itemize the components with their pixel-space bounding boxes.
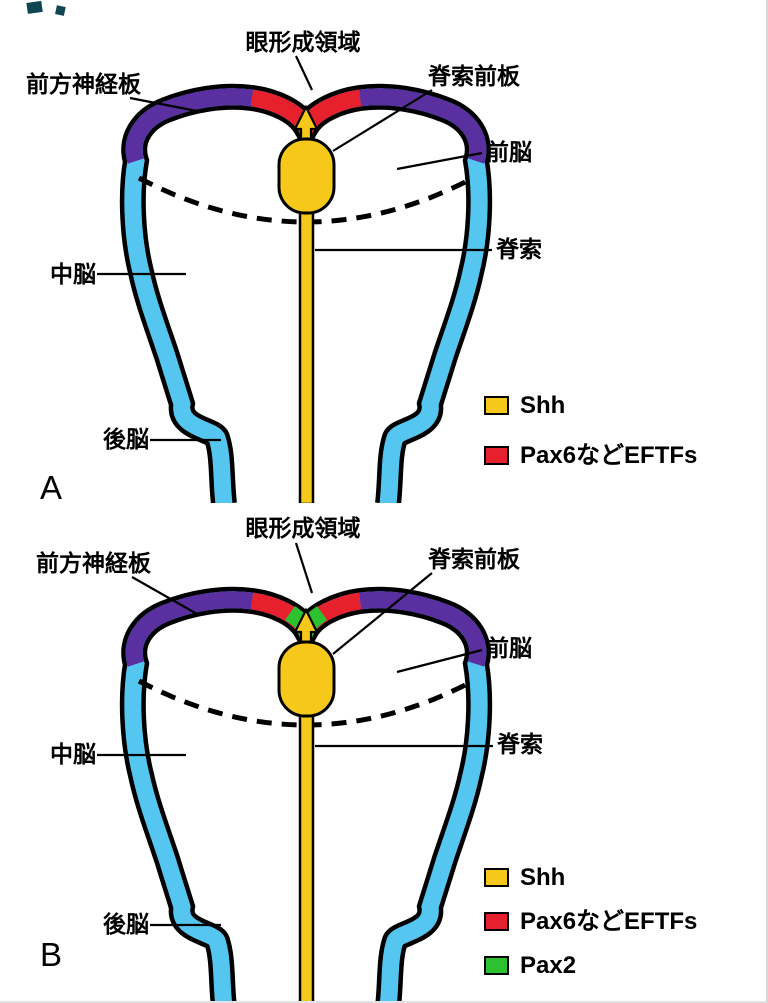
leader-eye-field bbox=[295, 55, 313, 91]
axial-structures-use bbox=[139, 107, 473, 503]
legend-swatch-pax2 bbox=[484, 956, 509, 975]
label-prechordal-plate: 脊索前板 bbox=[427, 63, 521, 89]
leader-prechordal-plate bbox=[332, 89, 433, 152]
label-hindbrain: 後脳 bbox=[103, 911, 149, 937]
panel-b-figure: 眼形成領域 前方神経板 脊索前板 前脳 脊索 中脳 後脳 B Shh Pax6な… bbox=[36, 515, 697, 1003]
label-prechordal-plate: 脊索前板 bbox=[427, 546, 521, 572]
label-notochord: 脊索 bbox=[495, 236, 542, 262]
leader-forebrain bbox=[396, 648, 483, 674]
panel-letter-b: B bbox=[40, 936, 62, 973]
leader-anterior-neural-plate bbox=[129, 96, 198, 113]
label-hindbrain: 後脳 bbox=[103, 426, 149, 452]
scan-artifact-marks bbox=[26, 0, 66, 16]
legend-swatch-shh bbox=[484, 868, 509, 887]
legend-panel-b: Shh Pax6などEFTFs Pax2 bbox=[484, 864, 697, 979]
legend-swatch-pax6-eftfs bbox=[484, 446, 509, 465]
legend-swatch-pax6-eftfs bbox=[484, 912, 509, 931]
legend-label-pax6-eftfs: Pax6などEFTFs bbox=[520, 442, 697, 469]
label-midbrain: 中脳 bbox=[50, 741, 96, 767]
label-eye-field: 眼形成領域 bbox=[246, 29, 361, 55]
label-notochord: 脊索 bbox=[496, 731, 543, 757]
legend-label-shh: Shh bbox=[520, 392, 565, 419]
legend-label-pax6-eftfs: Pax6などEFTFs bbox=[520, 908, 697, 935]
label-forebrain: 前脳 bbox=[486, 139, 532, 165]
leader-eye-field bbox=[294, 542, 314, 594]
label-anterior-neural-plate: 前方神経板 bbox=[36, 550, 152, 576]
legend-panel-a: Shh Pax6などEFTFs bbox=[484, 392, 697, 469]
legend-swatch-shh bbox=[484, 396, 509, 415]
panel-letter-a: A bbox=[40, 469, 62, 503]
label-forebrain: 前脳 bbox=[486, 635, 532, 661]
leader-anterior-neural-plate bbox=[131, 576, 198, 615]
leader-prechordal-plate bbox=[332, 572, 433, 655]
axial-structures-use bbox=[139, 610, 473, 1003]
panel-a-figure: 眼形成領域 前方神経板 脊索前板 前脳 脊索 中脳 後脳 A Shh Pax6な… bbox=[26, 0, 697, 503]
label-midbrain: 中脳 bbox=[50, 261, 96, 287]
legend-label-pax2: Pax2 bbox=[520, 952, 576, 979]
leader-forebrain bbox=[396, 151, 483, 171]
legend-label-shh: Shh bbox=[520, 864, 565, 891]
label-anterior-neural-plate: 前方神経板 bbox=[26, 71, 142, 97]
label-eye-field: 眼形成領域 bbox=[246, 515, 361, 541]
